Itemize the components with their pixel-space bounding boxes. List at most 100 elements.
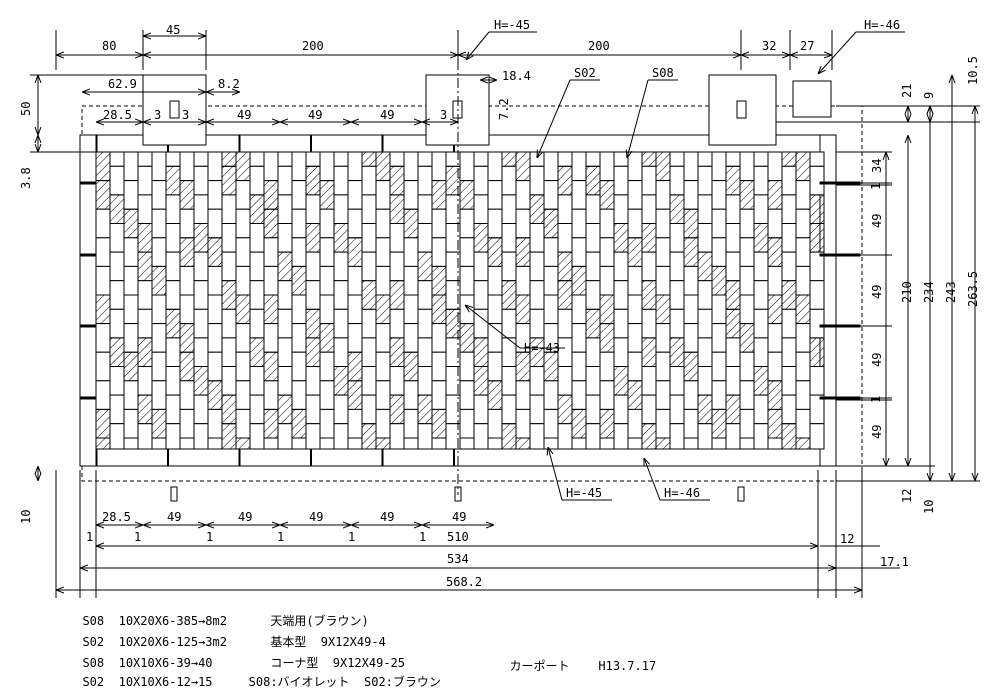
brick [641, 337, 657, 367]
dim-right-210: 210 [900, 281, 914, 303]
brick [151, 208, 167, 239]
brick [417, 366, 433, 396]
brick [487, 237, 503, 267]
brick [291, 151, 307, 182]
brick [557, 194, 573, 224]
edge-joint [95, 448, 98, 467]
dim-18-4: 18.4 [502, 69, 531, 83]
spec-line-4: S02 10X10X6-12→15 S08:バイオレット S02:ブラウン [68, 659, 440, 690]
brick [123, 208, 139, 239]
brick [319, 151, 335, 182]
dim-bot-49d: 49 [380, 510, 394, 524]
brick [403, 151, 419, 182]
brick [529, 280, 545, 310]
brick [375, 265, 391, 296]
spec-note-1: 天端用(ブラウン) [270, 614, 369, 628]
brick [263, 265, 279, 296]
brick [109, 366, 125, 396]
brick [669, 223, 685, 253]
brick [291, 208, 307, 239]
brick [641, 423, 657, 450]
brick [291, 408, 307, 439]
brick [669, 194, 685, 224]
brick [221, 194, 237, 224]
brick [529, 223, 545, 253]
brick [543, 237, 559, 267]
brick [95, 294, 111, 325]
brick [389, 151, 405, 167]
brick [669, 423, 685, 450]
brick [235, 180, 251, 210]
brick [305, 223, 321, 253]
brick [389, 337, 405, 367]
brick [655, 351, 671, 382]
project-name: カーポート [509, 659, 570, 673]
spec-line-1: S08 10X20X6-385→8m2 天端用(ブラウン) [68, 598, 369, 629]
brick [585, 223, 601, 253]
brick [557, 308, 573, 339]
edge-joint [381, 448, 384, 467]
brick [641, 194, 657, 224]
brick [361, 308, 377, 339]
dim-right-34: 34 [870, 159, 884, 173]
brick [711, 294, 727, 325]
dim-top-27: 27 [800, 39, 814, 53]
dim-right-49d: 49 [870, 425, 884, 439]
brick [291, 294, 307, 325]
brick [711, 151, 727, 182]
brick [221, 223, 237, 253]
brick [165, 423, 181, 450]
brick [319, 380, 335, 410]
dim-bot-49c: 49 [309, 510, 323, 524]
brick [501, 223, 517, 253]
brick [389, 165, 405, 196]
brick [529, 165, 545, 196]
dim-510: 510 [447, 530, 469, 544]
brick [95, 151, 111, 182]
brick [557, 223, 573, 253]
brick [305, 394, 321, 425]
brick [375, 180, 391, 210]
brick [473, 337, 489, 367]
dim-right-1b: 1 [869, 396, 883, 403]
brick [95, 237, 111, 267]
dim-right-243: 243 [944, 281, 958, 303]
brick [599, 408, 615, 439]
brick [781, 223, 797, 253]
brick [319, 323, 335, 353]
brick [361, 366, 377, 396]
brick [613, 337, 629, 367]
brick [347, 323, 363, 353]
brick [95, 351, 111, 382]
spec-size-3: 10X10X6-39→40 [118, 656, 213, 670]
brick [95, 265, 111, 296]
brick [221, 423, 237, 450]
dim-right-12: 12 [900, 489, 914, 503]
brick [179, 351, 195, 382]
brick [795, 323, 811, 353]
brick [361, 394, 377, 425]
dim-bot-28-5: 28.5 [102, 510, 131, 524]
callout-s02: S02 [574, 66, 596, 80]
brick [795, 351, 811, 382]
brick [627, 208, 643, 239]
brick [347, 380, 363, 410]
brick [291, 380, 307, 410]
brick [697, 280, 713, 310]
brick [333, 337, 349, 367]
brick [207, 237, 223, 267]
brick [781, 366, 797, 396]
brick [557, 423, 573, 450]
spec-size-1: 10X20X6-385→8m2 [118, 614, 227, 628]
brick [795, 265, 811, 296]
brick [291, 437, 307, 450]
brick [109, 308, 125, 339]
brick [137, 194, 153, 224]
brick [739, 237, 755, 267]
brick [263, 180, 279, 210]
brick [221, 251, 237, 282]
brick [585, 165, 601, 196]
brick [235, 151, 251, 182]
dim-568-2: 568.2 [446, 575, 482, 589]
brick [781, 337, 797, 367]
